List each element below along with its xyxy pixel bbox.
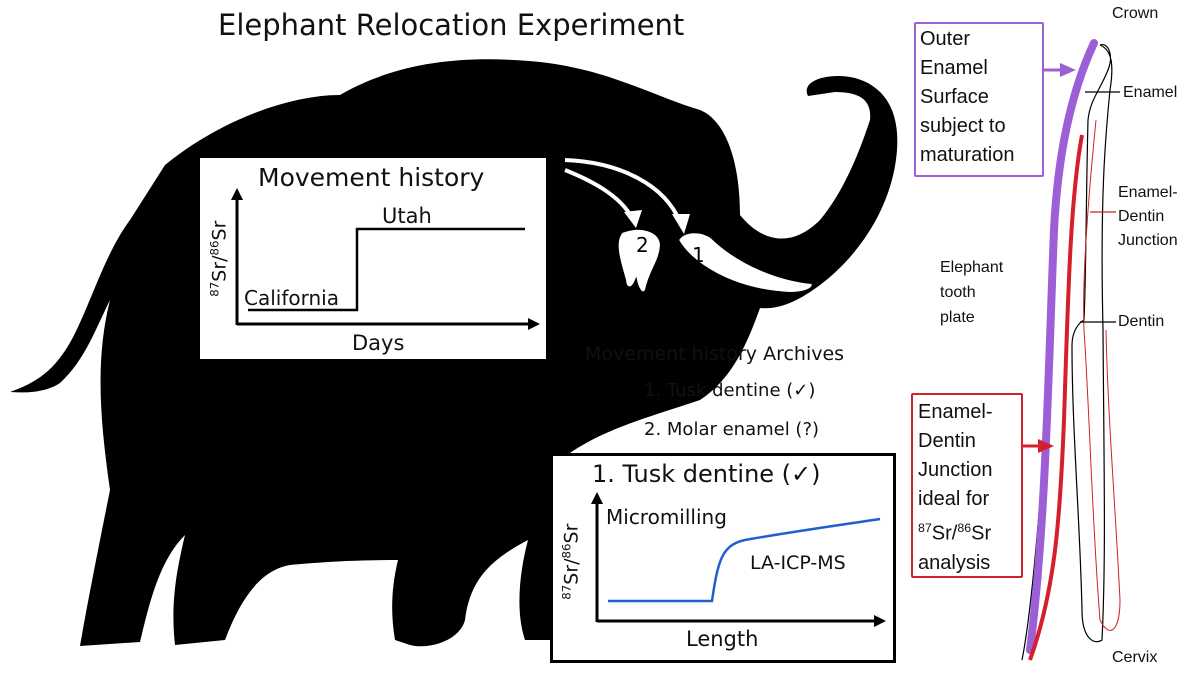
archives-title: Movement history Archives <box>585 343 845 365</box>
outer-enamel-band <box>1026 39 1098 654</box>
callout-line: maturation <box>920 144 1015 166</box>
arrow-to-molar <box>564 168 634 219</box>
mh-x-axis-label: Days <box>352 331 405 355</box>
edj-callout-text: Enamel- Dentin Junction ideal for 87Sr/8… <box>918 398 993 578</box>
crown-label: Crown <box>1112 5 1159 22</box>
mh-x-arrowhead <box>528 318 540 330</box>
arrowhead-tusk <box>672 214 690 234</box>
page-title: Elephant Relocation Experiment <box>218 8 685 42</box>
outer-enamel-callout-box <box>914 22 1044 177</box>
before-location-label: California <box>244 286 339 310</box>
movement-history-title: Movement history <box>258 163 485 192</box>
dentin-label: Dentin <box>1118 313 1165 330</box>
callout-line: ideal for <box>918 488 990 510</box>
td-x-axis-label: Length <box>686 627 759 651</box>
callout-line: Dentin <box>918 430 976 452</box>
cervix-label: Cervix <box>1112 649 1158 666</box>
movement-history-box <box>197 155 549 362</box>
mh-y-arrowhead <box>231 188 243 200</box>
callout-line: Outer <box>920 28 971 50</box>
callout-line: Enamel- <box>918 401 993 423</box>
purple-arrowhead <box>1060 63 1076 77</box>
callout-line: subject to <box>920 115 1006 137</box>
marker-2: 2 <box>636 233 649 257</box>
enamel-label: Enamel <box>1123 84 1178 101</box>
method-1-label: Micromilling <box>606 505 727 529</box>
plate-line-2: tooth <box>940 284 976 301</box>
callout-line: analysis <box>918 551 991 574</box>
edj-line-2: Dentin <box>1118 208 1165 225</box>
plate-line-3: plate <box>940 309 975 326</box>
tusk <box>676 231 814 295</box>
plate-line-1: Elephant <box>940 259 1004 276</box>
mh-step-line <box>248 227 525 312</box>
tusk-dentine-title: 1. Tusk dentine (✓) <box>592 460 821 488</box>
archive-item-1: 1. Tusk dentine (✓) <box>644 380 816 401</box>
marker-1: 1 <box>692 243 705 267</box>
after-location-label: Utah <box>382 204 432 228</box>
edj-line-1: Enamel- <box>1118 184 1178 201</box>
edj-callout-box <box>911 393 1023 578</box>
method-2-label: LA-ICP-MS <box>750 552 846 574</box>
tooth-plate <box>1021 39 1121 661</box>
red-arrowhead <box>1038 439 1054 453</box>
pointer-arrows <box>564 158 682 223</box>
arrow-to-tusk <box>564 158 682 223</box>
callout-line: Enamel <box>920 57 988 79</box>
outer-enamel-callout-text: Outer Enamel Surface subject to maturati… <box>920 25 1015 170</box>
tooth-plate-label: Elephant tooth plate <box>940 255 1003 330</box>
edj-line-3: Junction <box>1118 232 1178 249</box>
edj-band <box>1028 134 1084 661</box>
callout-line-isotope: 87Sr/86Sr <box>918 521 992 545</box>
archive-item-2: 2. Molar enamel (?) <box>644 419 820 440</box>
td-x-arrowhead <box>874 615 886 627</box>
callout-line: Surface <box>920 86 989 108</box>
callout-line: Junction <box>918 459 993 481</box>
edj-label: Enamel- Dentin Junction <box>1118 181 1178 253</box>
arrowhead-molar <box>624 210 642 228</box>
tooth-outline <box>1071 44 1113 643</box>
inner-edj-line <box>1083 119 1121 631</box>
td-curve <box>608 517 881 603</box>
molar <box>616 227 663 294</box>
td-y-axis-label: 87Sr/86Sr <box>559 523 583 600</box>
td-y-arrowhead <box>591 492 603 504</box>
